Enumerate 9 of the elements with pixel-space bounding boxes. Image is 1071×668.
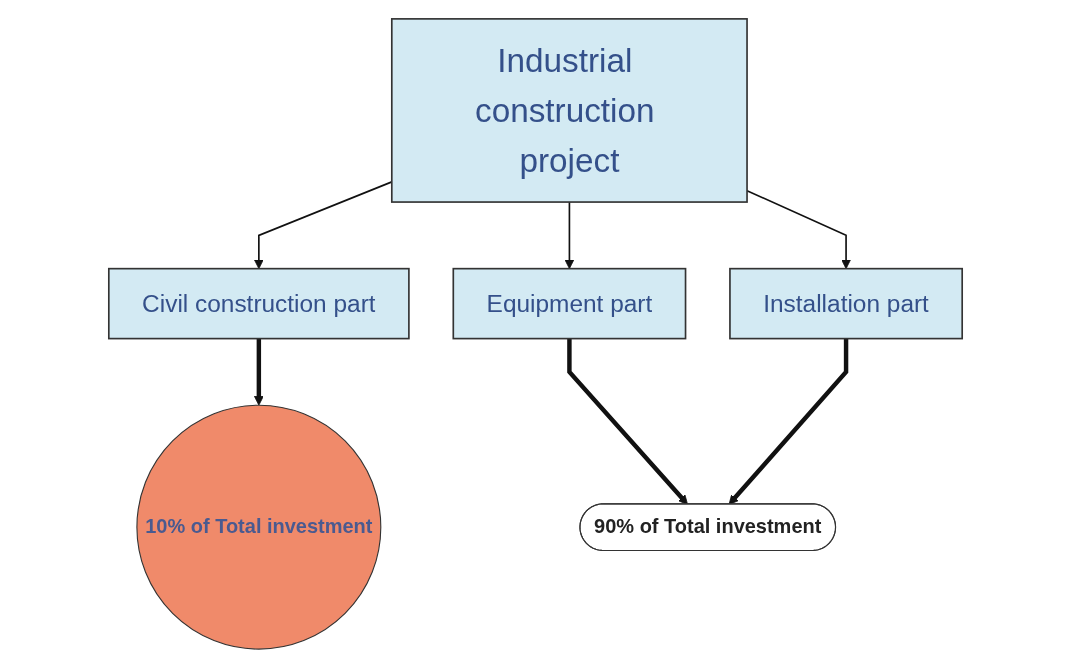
arrow [253,338,264,406]
node-box: Equipment part [452,267,687,340]
node-circle: 10% of Total investment [136,404,382,650]
node-box: Installation part [729,267,964,340]
node-box: Industrial construction project [390,18,748,203]
arrow [728,338,849,505]
node-box: Civil construction part [107,267,410,340]
arrow [564,201,575,270]
arrow [567,338,688,505]
